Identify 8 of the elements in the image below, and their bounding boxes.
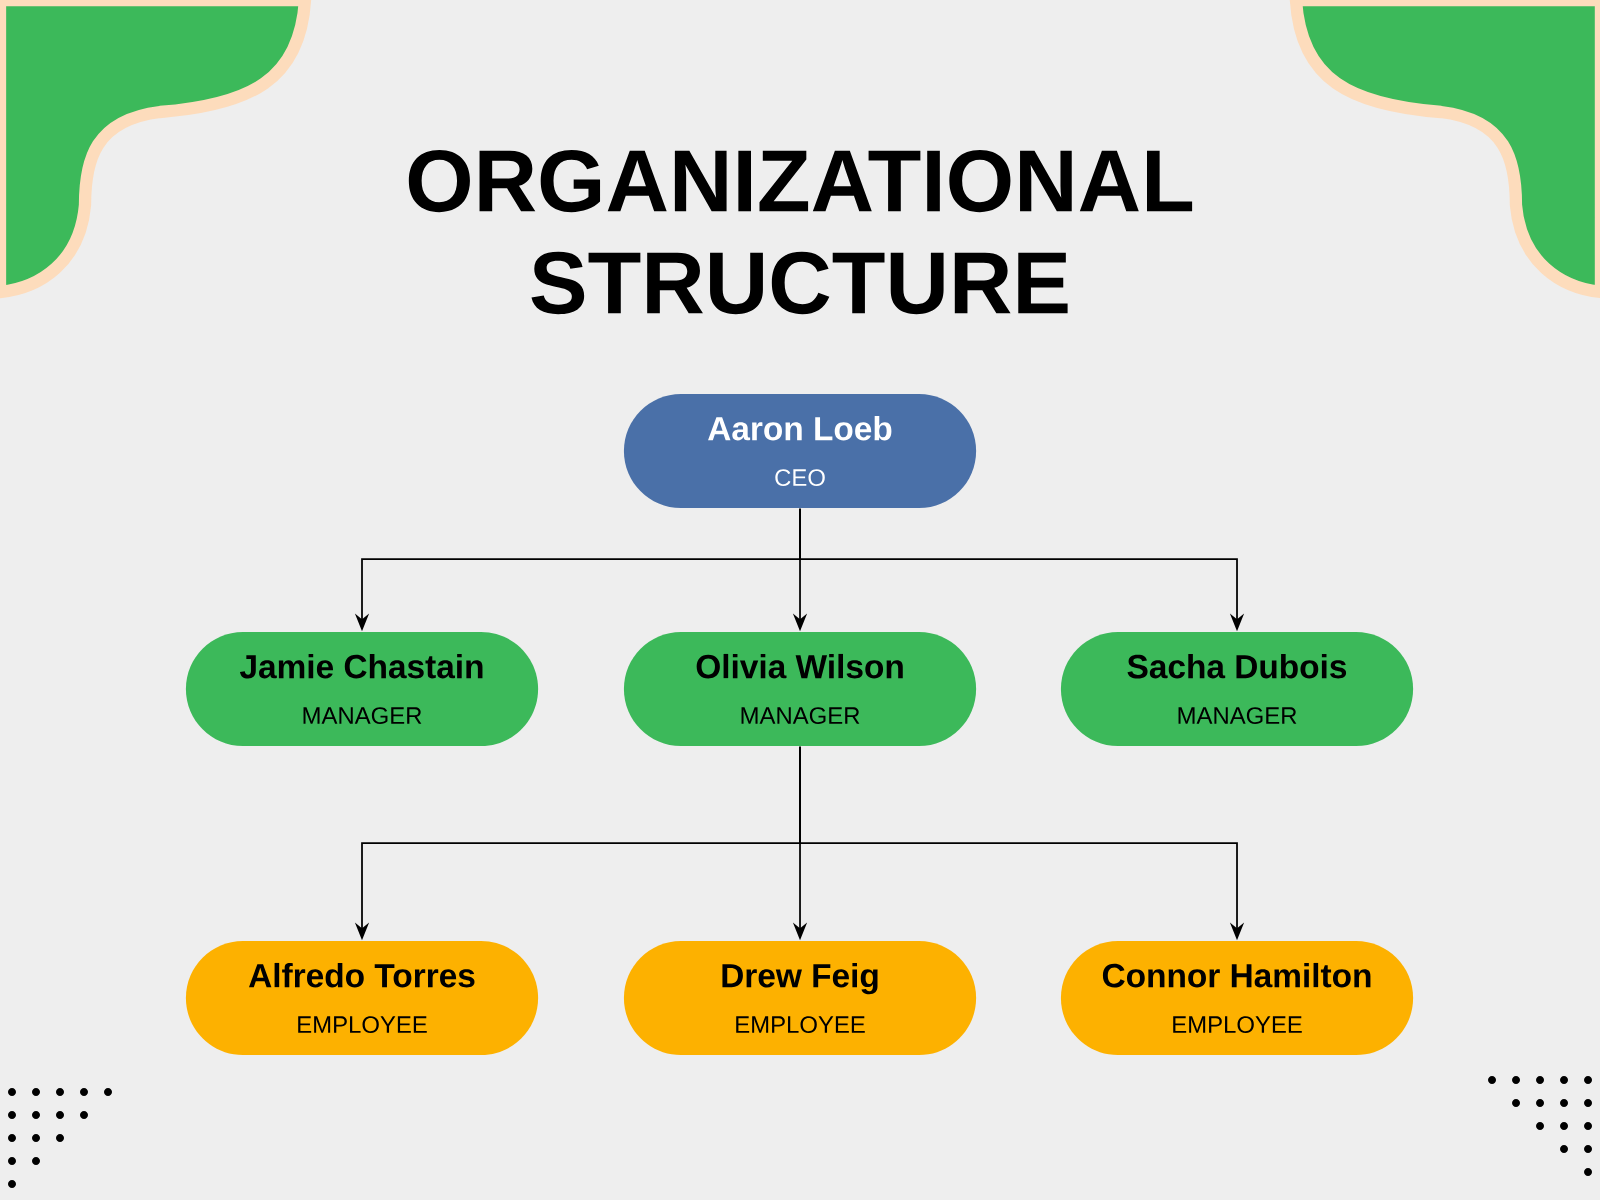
- person-box: Sacha Dubois MANAGER: [1060, 632, 1414, 747]
- person-box: Jamie Chastain MANAGER: [185, 632, 539, 747]
- person-box: Connor Hamilton EMPLOYEE: [1060, 940, 1414, 1056]
- person-box: Olivia Wilson MANAGER: [623, 632, 977, 747]
- person-box: Drew Feig EMPLOYEE: [623, 940, 977, 1056]
- title: ORGANIZATIONAL STRUCTURE: [408, 149, 1193, 315]
- person-box: Aaron Loeb CEO: [623, 394, 977, 509]
- person-box: Alfredo Torres EMPLOYEE: [185, 940, 539, 1056]
